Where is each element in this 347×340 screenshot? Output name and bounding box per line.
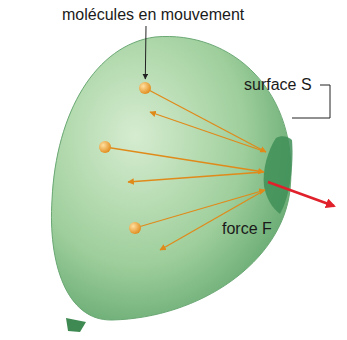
callout-label: molécules en mouvement — [62, 6, 244, 24]
leader-line — [145, 26, 147, 79]
molecules — [99, 82, 151, 234]
balloon-knot — [66, 318, 86, 332]
callout-label: surface S — [244, 76, 312, 94]
surface-patch — [264, 136, 293, 214]
force-arrow — [268, 182, 334, 206]
callout-label: force F — [222, 220, 272, 238]
